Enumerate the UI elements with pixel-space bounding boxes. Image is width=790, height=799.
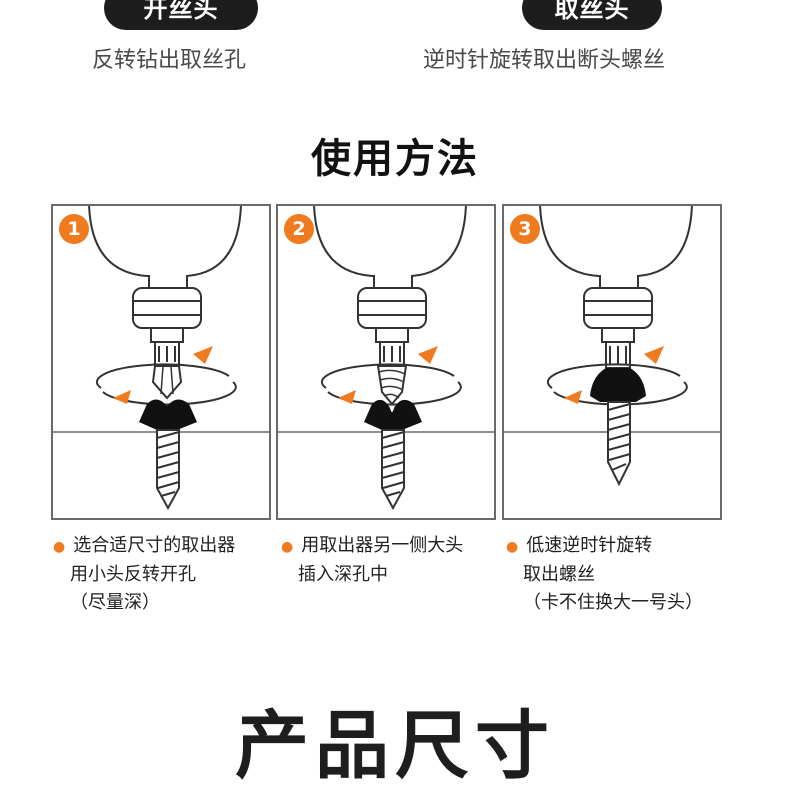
- step-1-description: ●选合适尺寸的取出器 用小头反转开孔 （尽量深）: [53, 532, 235, 617]
- step-1-line-3: （尽量深）: [70, 592, 160, 613]
- step-1-line-1: ●选合适尺寸的取出器: [53, 535, 236, 556]
- step-3-line-2: 取出螺丝: [523, 564, 595, 585]
- step-2-line-1: ●用取出器另一侧大头: [281, 535, 464, 556]
- step-3-illustration: 3: [502, 204, 722, 520]
- step-3-line-1: ●低速逆时针旋转: [506, 535, 653, 556]
- product-size-title: 产品尺寸: [235, 703, 555, 789]
- step-3-line-3: （卡不住换大一号头）: [523, 592, 703, 613]
- bullet-icon: ●: [53, 539, 66, 555]
- usage-title: 使用方法: [311, 136, 479, 182]
- open-thread-head-label: 开丝头: [104, 0, 258, 30]
- step-1-line-2: 用小头反转开孔: [70, 564, 196, 585]
- step-2-illustration: 2: [276, 204, 496, 520]
- step-2-line-2: 插入深孔中: [298, 564, 388, 585]
- step-3-description: ●低速逆时针旋转 取出螺丝 （卡不住换大一号头）: [506, 532, 703, 617]
- step-1-illustration: 1: [51, 204, 271, 520]
- step-2-description: ●用取出器另一侧大头 插入深孔中: [281, 532, 463, 589]
- bullet-icon: ●: [281, 539, 294, 555]
- bullet-icon: ●: [506, 539, 519, 555]
- left-caption: 反转钻出取丝孔: [92, 48, 247, 73]
- extract-thread-head-label: 取丝头: [522, 0, 662, 30]
- step-3-badge: 3: [510, 214, 540, 244]
- right-caption: 逆时针旋转取出断头螺丝: [423, 48, 666, 73]
- step-1-badge: 1: [59, 214, 89, 244]
- step-2-badge: 2: [284, 214, 314, 244]
